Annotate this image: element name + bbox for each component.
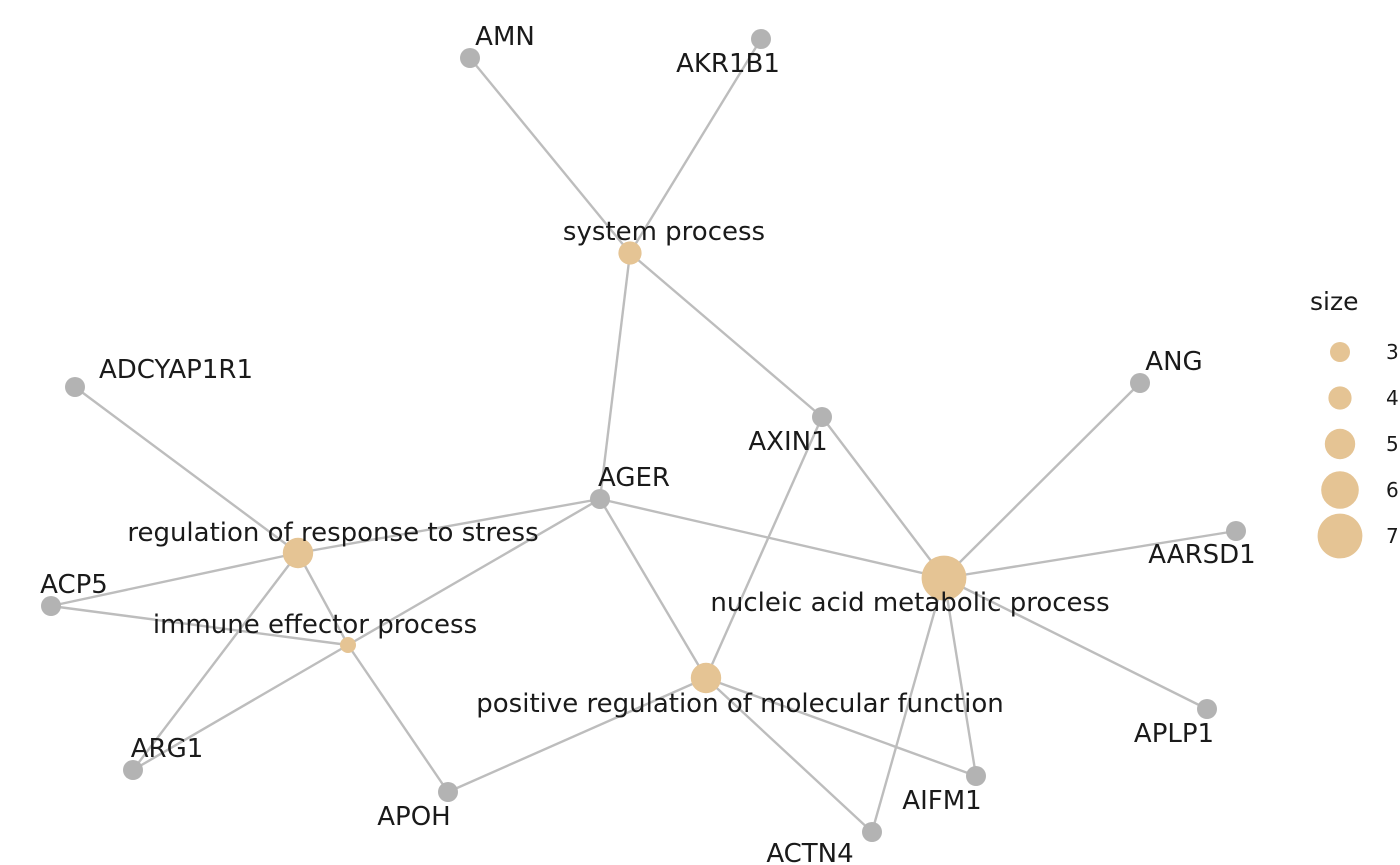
edges-layer <box>50 38 1237 833</box>
edge-regulation_of_response_to_stress-AGER <box>297 497 601 555</box>
legend-label-4: 4 <box>1386 386 1399 410</box>
legend-swatch-5 <box>1324 428 1356 460</box>
node-label-ager: AGER <box>598 463 670 493</box>
edge-regulation_of_response_to_stress-ACP5 <box>50 551 299 608</box>
node-label-positive-regulation-of-molecular-function: positive regulation of molecular functio… <box>476 689 1003 719</box>
gene-node-apoh <box>438 782 458 802</box>
node-label-amn: AMN <box>475 22 535 52</box>
edge-nucleic_acid_metabolic_process-APLP1 <box>943 576 1208 711</box>
term-node-nucleic-acid-metabolic-process <box>921 555 967 601</box>
edge-system_process-AKR1B1 <box>628 38 763 254</box>
legend-label-5: 5 <box>1386 432 1399 456</box>
edge-system_process-AGER <box>598 252 632 500</box>
gene-node-acp5 <box>41 596 61 616</box>
node-label-arg1: ARG1 <box>131 734 204 764</box>
gene-node-axin1 <box>812 407 832 427</box>
edge-positive_regulation_of_molecular_function-ACTN4 <box>705 677 873 833</box>
nodes-layer <box>41 29 1246 842</box>
edge-regulation_of_response_to_stress-immune_effector_process <box>296 552 350 646</box>
legend-label-7: 7 <box>1386 524 1399 548</box>
edge-nucleic_acid_metabolic_process-AIFM1 <box>942 577 978 777</box>
gene-node-arg1 <box>123 760 143 780</box>
gene-node-aplp1 <box>1197 699 1217 719</box>
gene-node-ang <box>1130 373 1150 393</box>
edge-nucleic_acid_metabolic_process-AARSD1 <box>943 529 1237 580</box>
node-label-axin1: AXIN1 <box>748 427 827 457</box>
edge-immune_effector_process-AGER <box>347 497 601 647</box>
edge-immune_effector_process-ARG1 <box>132 643 349 772</box>
gene-node-actn4 <box>862 822 882 842</box>
gene-node-amn <box>460 48 480 68</box>
term-node-regulation-of-response-to-stress <box>282 537 314 569</box>
legend-swatch-7 <box>1317 513 1363 559</box>
node-label-actn4: ACTN4 <box>766 839 853 865</box>
node-label-aplp1: APLP1 <box>1134 719 1214 749</box>
legend-items: 3 4 5 6 7 <box>1317 340 1399 559</box>
node-label-akr1b1: AKR1B1 <box>676 49 780 79</box>
node-label-acp5: ACP5 <box>40 570 108 600</box>
edge-positive_regulation_of_molecular_function-AXIN1 <box>704 416 824 679</box>
edge-positive_regulation_of_molecular_function-AGER <box>598 498 708 679</box>
edge-regulation_of_response_to_stress-ADCYAP1R1 <box>74 386 299 554</box>
edge-nucleic_acid_metabolic_process-ACTN4 <box>870 577 946 833</box>
gene-node-aifm1 <box>966 766 986 786</box>
node-label-regulation-of-response-to-stress: regulation of response to stress <box>127 518 538 548</box>
node-label-nucleic-acid-metabolic-process: nucleic acid metabolic process <box>710 588 1109 618</box>
edge-nucleic_acid_metabolic_process-ANG <box>943 382 1141 579</box>
labels-layer: system process regulation of response to … <box>40 22 1256 865</box>
legend-label-6: 6 <box>1386 478 1399 502</box>
edge-immune_effector_process-APOH <box>347 644 449 793</box>
node-label-immune-effector-process: immune effector process <box>153 610 477 640</box>
size-legend: size 3 4 5 6 7 <box>1310 287 1399 559</box>
node-label-adcyap1r1: ADCYAP1R1 <box>99 355 253 385</box>
legend-label-3: 3 <box>1386 340 1399 364</box>
edge-system_process-AXIN1 <box>629 252 823 418</box>
edge-positive_regulation_of_molecular_function-APOH <box>447 676 707 794</box>
legend-swatch-6 <box>1321 471 1359 509</box>
node-label-system-process: system process <box>563 217 765 247</box>
legend-title: size <box>1310 287 1358 316</box>
node-label-apoh: APOH <box>377 802 450 832</box>
legend-swatch-4 <box>1328 386 1352 410</box>
term-node-positive-regulation-of-molecular-function <box>690 662 722 694</box>
node-label-aifm1: AIFM1 <box>902 786 981 816</box>
edge-nucleic_acid_metabolic_process-AXIN1 <box>821 416 945 579</box>
gene-node-aarsd1 <box>1226 521 1246 541</box>
edge-system_process-AMN <box>469 57 631 254</box>
edge-regulation_of_response_to_stress-ARG1 <box>132 552 299 771</box>
gene-node-adcyap1r1 <box>65 377 85 397</box>
term-node-system-process <box>618 241 642 265</box>
node-label-aarsd1: AARSD1 <box>1148 540 1255 570</box>
node-label-ang: ANG <box>1145 347 1202 377</box>
edge-immune_effector_process-ACP5 <box>50 604 349 647</box>
gene-node-ager <box>590 489 610 509</box>
gene-node-akr1b1 <box>751 29 771 49</box>
term-node-immune-effector-process <box>340 637 356 653</box>
legend-swatch-3 <box>1330 342 1350 362</box>
edge-nucleic_acid_metabolic_process-AGER <box>599 497 945 580</box>
edge-positive_regulation_of_molecular_function-AIFM1 <box>705 676 977 778</box>
